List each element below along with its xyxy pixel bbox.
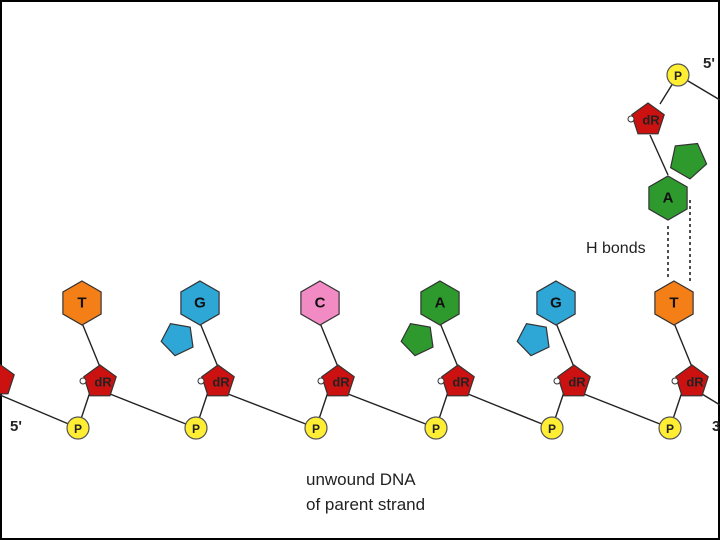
sugar-label: dR <box>452 375 470 390</box>
three-prime-end-label: 3 <box>712 418 720 435</box>
sugar-oxygen-dot <box>438 378 444 384</box>
phosphate-label: P <box>548 422 556 436</box>
caption-line-2: of parent strand <box>306 495 425 514</box>
h-bonds-label: H bonds <box>586 240 646 257</box>
sugar-oxygen-dot <box>198 378 204 384</box>
sugar-label: dR <box>686 375 704 390</box>
phosphate-label: P <box>312 422 320 436</box>
base-letter-T: T <box>669 295 678 312</box>
base-letter-G: G <box>194 295 206 312</box>
phosphate-label: P <box>432 422 440 436</box>
base-letter-C: C <box>315 295 326 312</box>
sugar-label: dR <box>94 375 112 390</box>
base-letter-T: T <box>77 295 86 312</box>
new-strand-five-prime-label: 5' <box>703 55 715 72</box>
five-prime-end-label: 5' <box>10 418 22 435</box>
base-letter-A-new: A <box>663 190 674 207</box>
phosphate-label: P <box>192 422 200 436</box>
base-letter-A: A <box>435 295 446 312</box>
phosphate-label: P <box>674 69 682 83</box>
phosphate-label: P <box>74 422 82 436</box>
sugar-label: dR <box>568 375 586 390</box>
base-letter-G: G <box>550 295 562 312</box>
sugar-label: dR <box>332 375 350 390</box>
sugar-oxygen-dot <box>554 378 560 384</box>
caption-line-1: unwound DNA <box>306 470 416 489</box>
sugar-oxygen-dot <box>628 116 634 122</box>
sugar-label: dR <box>642 113 660 128</box>
phosphate-label: P <box>666 422 674 436</box>
sugar-oxygen-dot <box>80 378 86 384</box>
sugar-oxygen-dot <box>672 378 678 384</box>
sugar-label: dR <box>212 375 230 390</box>
sugar-oxygen-dot <box>318 378 324 384</box>
